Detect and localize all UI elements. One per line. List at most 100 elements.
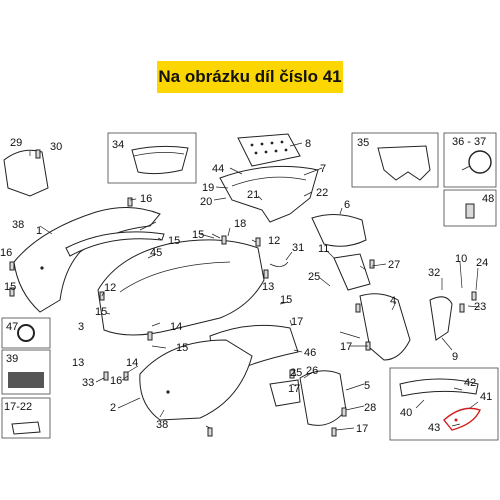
label-15-left: 15 [4,281,16,293]
box-part-39 [1,349,51,395]
part-number-banner: Na obrázku díl číslo 41 [157,61,343,93]
leader-lines [29,142,481,431]
label-42: 42 [464,377,476,389]
ring-47 [17,324,35,342]
grid-tray-8 [237,133,301,167]
label-14-top: 14 [170,321,182,333]
label-23: 23 [474,301,486,313]
part-labels: 29 30 34 35 36 - 37 48 8 7 44 19 20 21 2… [0,136,494,435]
box-part-35 [351,132,439,188]
screw-48 [465,203,475,219]
label-16-bottom: 16 [110,375,122,387]
left-side-panel-1 [13,206,161,313]
clamp-36-37 [468,150,492,174]
label-16-top: 16 [140,193,152,205]
label-48: 48 [482,193,494,205]
rear-rack-7-edge [231,176,307,187]
box-part-48 [443,189,497,227]
box-part-34 [107,132,197,184]
tray-34 [131,145,189,175]
label-19: 19 [202,182,214,194]
cover-29 [3,149,49,197]
label-28: 28 [364,402,376,414]
label-14-left: 14 [126,357,138,369]
label-36-37: 36 - 37 [452,136,486,148]
rear-fender-5 [299,370,347,426]
clip-17-22 [11,421,41,435]
label-10: 10 [455,253,467,265]
label-17-center: 17 [288,383,300,395]
label-38-bottom: 38 [156,419,168,431]
label-15-center: 15 [176,342,188,354]
label-7: 7 [320,163,326,175]
label-17-22: 17-22 [4,401,32,413]
label-26: 26 [306,365,318,377]
label-8: 8 [305,138,311,150]
label-1: 1 [36,225,42,237]
label-27: 27 [388,259,400,271]
label-24: 24 [476,257,488,269]
label-2: 2 [110,402,116,414]
label-13-mid: 13 [262,281,274,293]
label-46: 46 [304,347,316,359]
label-4: 4 [390,295,396,307]
label-21: 21 [247,189,259,201]
rear-rack-7 [219,165,319,223]
label-9: 9 [452,351,458,363]
label-13-left: 13 [72,357,84,369]
label-15-mid: 15 [192,229,204,241]
label-32: 32 [428,267,440,279]
label-16-left: 16 [0,247,12,259]
label-41: 41 [480,391,492,403]
label-44: 44 [212,163,224,175]
label-43: 43 [428,422,440,434]
label-5: 5 [364,380,370,392]
grille-6 [311,214,367,247]
label-40: 40 [400,407,412,419]
label-45: 45 [150,247,162,259]
label-18: 18 [234,218,246,230]
underseat-body [97,239,265,336]
lower-shield-2 [139,339,253,421]
label-34: 34 [112,139,124,151]
part-9 [429,296,453,341]
label-15-right: 15 [280,294,292,306]
mat-39 [8,372,44,388]
label-31: 31 [292,242,304,254]
label-47: 47 [6,321,18,333]
label-39: 39 [6,353,18,365]
highlighted-part-41 [443,407,481,431]
underseat-body-inner [119,261,231,293]
box-part-47 [1,317,51,349]
label-6: 6 [344,199,350,211]
tray-34-rim [133,152,185,157]
trim-40 [399,378,479,397]
label-33: 33 [82,377,94,389]
bracket-11 [333,253,371,291]
box-part-17-22 [1,397,51,439]
label-17-right: 17 [340,341,352,353]
label-30: 30 [50,141,62,153]
label-35: 35 [357,137,369,149]
cable-31 [269,261,289,267]
box-part-36-37 [443,132,497,188]
label-15-upper: 15 [168,235,180,247]
label-12-left: 12 [104,282,116,294]
rail-45 [65,231,165,257]
grid-tray-8-holes [250,140,288,155]
label-15-lowleft: 15 [95,306,107,318]
label-3: 3 [78,321,84,333]
clamp-36-37-tab [461,165,471,171]
label-29: 29 [10,137,22,149]
fairing-4 [359,293,411,361]
shield-2-hole [166,390,170,394]
panel-1-hole [40,266,44,270]
part-26 [269,379,301,407]
label-11: 11 [318,243,329,255]
label-25-upper: 25 [308,271,320,283]
label-38-top: 38 [12,219,24,231]
label-17-bottom: 17 [356,423,368,435]
banner-text: Na obrázku díl číslo 41 [158,67,342,86]
label-17-mid: 17 [291,316,303,328]
